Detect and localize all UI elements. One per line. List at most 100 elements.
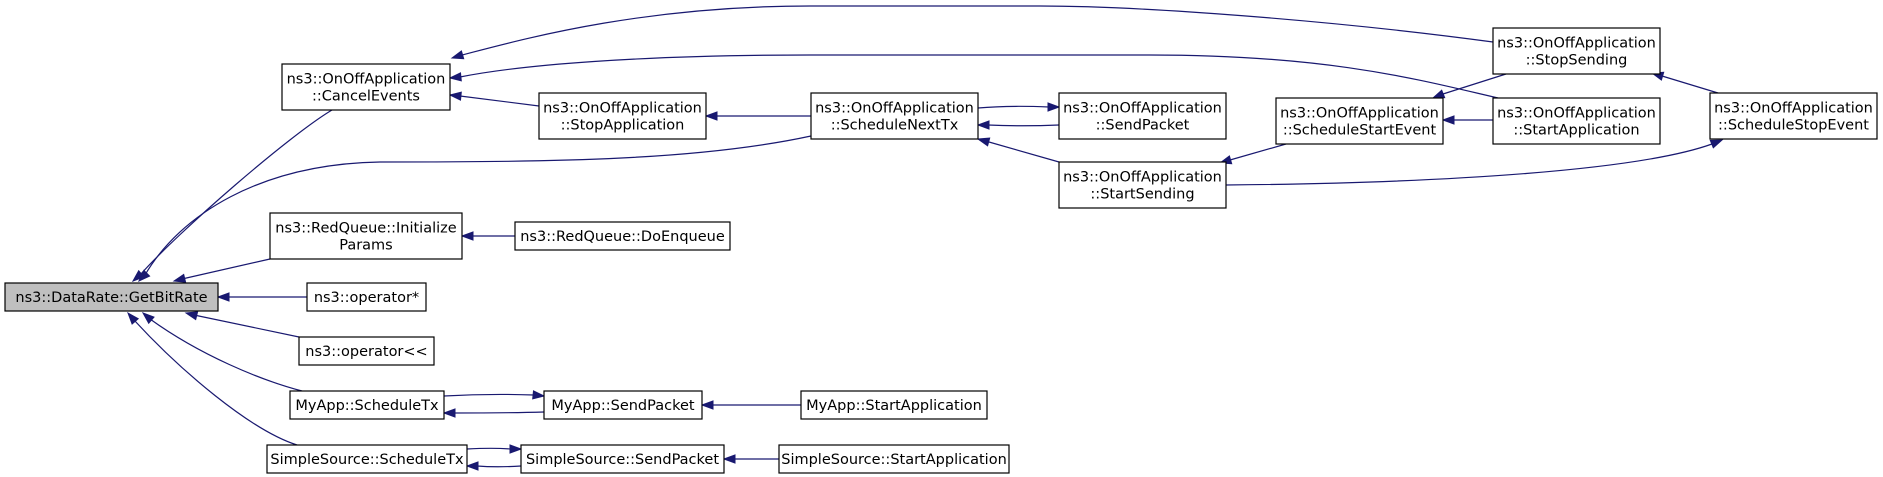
node-label-line: ns3::OnOffApplication <box>1063 170 1222 186</box>
nodes-layer: ns3::DataRate::GetBitRate ns3::OnOffAppli… <box>4 27 1878 474</box>
node-label-line: ns3::operator<< <box>305 344 427 360</box>
arrowhead-icon <box>1047 102 1061 112</box>
node-getbitrate[interactable]: ns3::DataRate::GetBitRate <box>4 282 219 312</box>
node-box <box>1492 27 1661 75</box>
node-label-line: ::StartSending <box>1090 187 1194 203</box>
arrowhead-icon <box>137 269 151 283</box>
edge-schedulenexttx-to-getbitrate <box>137 135 812 283</box>
node-label-line: SimpleSource::SendPacket <box>526 452 719 468</box>
node-opmul[interactable]: ns3::operator* <box>306 282 427 312</box>
node-simple_sendpacket[interactable]: SimpleSource::SendPacket <box>520 444 725 474</box>
node-myapp_sendpacket[interactable]: MyApp::SendPacket <box>543 390 703 420</box>
node-label-line: MyApp::ScheduleTx <box>295 398 439 414</box>
node-label-line: SimpleSource::StartApplication <box>781 452 1007 468</box>
node-box <box>306 282 427 312</box>
node-box <box>543 390 703 420</box>
node-label-line: ::ScheduleStartEvent <box>1283 123 1437 139</box>
node-myapp_startapp[interactable]: MyApp::StartApplication <box>800 390 988 420</box>
node-startsending[interactable]: ns3::OnOffApplication::StartSending <box>1058 161 1227 209</box>
node-schedulestopevent[interactable]: ns3::OnOffApplication::ScheduleStopEvent <box>1709 92 1878 140</box>
node-box <box>281 63 451 111</box>
arrowhead-icon <box>700 400 714 410</box>
arrowhead-icon <box>460 231 474 241</box>
node-box <box>298 336 435 366</box>
edge-schedulestartevent-to-startsending <box>1218 143 1287 165</box>
arrowhead-icon <box>172 273 187 283</box>
node-box <box>1058 92 1227 140</box>
node-box <box>266 444 468 474</box>
edge-simple_scheduletx-to-simple_sendpacket <box>466 444 523 454</box>
edge-line <box>133 319 298 446</box>
node-stopapplication[interactable]: ns3::OnOffApplication::StopApplication <box>538 92 707 140</box>
node-box <box>4 282 219 312</box>
node-box <box>514 221 731 251</box>
edge-line <box>461 5 1494 56</box>
arrowhead-icon <box>1709 139 1724 149</box>
edge-myapp_sendpacket-to-myapp_scheduletx <box>442 408 545 418</box>
node-label-line: MyApp::StartApplication <box>806 398 982 414</box>
edge-line <box>977 105 1050 109</box>
node-label-line: ns3::OnOffApplication <box>543 101 702 117</box>
node-schedulenexttx[interactable]: ns3::OnOffApplication::ScheduleNextTx <box>810 92 979 140</box>
node-label-line: ns3::OnOffApplication <box>1497 106 1656 122</box>
node-label-line: ns3::DataRate::GetBitRate <box>15 290 207 306</box>
edge-sendpacket-to-schedulenexttx <box>976 120 1060 130</box>
edges-layer <box>127 5 1724 471</box>
node-label-line: ns3::OnOffApplication <box>1714 101 1873 117</box>
node-stopsending[interactable]: ns3::OnOffApplication::StopSending <box>1492 27 1661 75</box>
edge-opmul-to-getbitrate <box>216 292 307 302</box>
edge-line <box>144 135 812 276</box>
node-myapp_scheduletx[interactable]: MyApp::ScheduleTx <box>289 390 445 420</box>
node-label-line: ::StartApplication <box>1513 123 1639 139</box>
node-label-line: Params <box>339 238 393 254</box>
edge-startsending-to-schedulestopevent <box>1225 139 1724 186</box>
edge-startsending-to-schedulenexttx <box>976 137 1060 163</box>
node-box <box>800 390 988 420</box>
edge-startapplication-to-schedulestartevent <box>1441 115 1493 125</box>
node-simple_scheduletx[interactable]: SimpleSource::ScheduleTx <box>266 444 468 474</box>
edge-line <box>1661 75 1719 94</box>
node-doenqueue[interactable]: ns3::RedQueue::DoEnqueue <box>514 221 731 251</box>
edge-line <box>987 124 1060 127</box>
edge-schedulenexttx-to-stopapplication <box>704 111 811 121</box>
arrowhead-icon <box>976 120 990 130</box>
node-label-line: ns3::RedQueue::Initialize <box>275 221 456 237</box>
edge-schedulenexttx-to-sendpacket <box>977 102 1061 112</box>
edge-myapp_scheduletx-to-myapp_sendpacket <box>443 390 546 400</box>
node-box <box>538 92 707 140</box>
arrowhead-icon <box>722 454 736 464</box>
edge-simple_sendpacket-to-simple_scheduletx <box>465 461 522 471</box>
edge-line <box>181 258 271 280</box>
node-schedulestartevent[interactable]: ns3::OnOffApplication::ScheduleStartEven… <box>1275 97 1444 145</box>
edge-startapplication-to-cancelevents <box>448 54 1499 99</box>
edge-line <box>149 318 303 392</box>
node-label-line: ::StopSending <box>1526 53 1628 69</box>
edge-line <box>1225 143 1713 186</box>
edge-line <box>988 141 1060 163</box>
edge-myapp_startapp-to-myapp_sendpacket <box>700 400 801 410</box>
node-label-line: ::ScheduleStopEvent <box>1718 118 1869 134</box>
node-box <box>269 212 463 260</box>
node-box <box>1492 97 1661 145</box>
node-label-line: ::StopApplication <box>561 118 685 134</box>
node-label-line: ns3::OnOffApplication <box>1497 36 1656 52</box>
arrowhead-icon <box>465 461 479 471</box>
node-opshift[interactable]: ns3::operator<< <box>298 336 435 366</box>
arrowhead-icon <box>442 408 456 418</box>
edge-doenqueue-to-initparams <box>460 231 515 241</box>
edge-opshift-to-getbitrate <box>184 311 300 338</box>
node-label-line: ns3::RedQueue::DoEnqueue <box>520 229 725 245</box>
node-startapplication[interactable]: ns3::OnOffApplication::StartApplication <box>1492 97 1661 145</box>
edge-myapp_scheduletx-to-getbitrate <box>141 312 303 392</box>
arrowhead-icon <box>448 72 462 82</box>
edge-simple_scheduletx-to-getbitrate <box>127 311 298 446</box>
node-box <box>289 390 445 420</box>
edge-line <box>1229 143 1287 161</box>
node-sendpacket[interactable]: ns3::OnOffApplication::SendPacket <box>1058 92 1227 140</box>
node-simple_startapp[interactable]: SimpleSource::StartApplication <box>778 444 1010 474</box>
node-label-line: ns3::OnOffApplication <box>1063 101 1222 117</box>
arrowhead-icon <box>532 390 546 400</box>
node-cancelevents[interactable]: ns3::OnOffApplication::CancelEvents <box>281 63 451 111</box>
